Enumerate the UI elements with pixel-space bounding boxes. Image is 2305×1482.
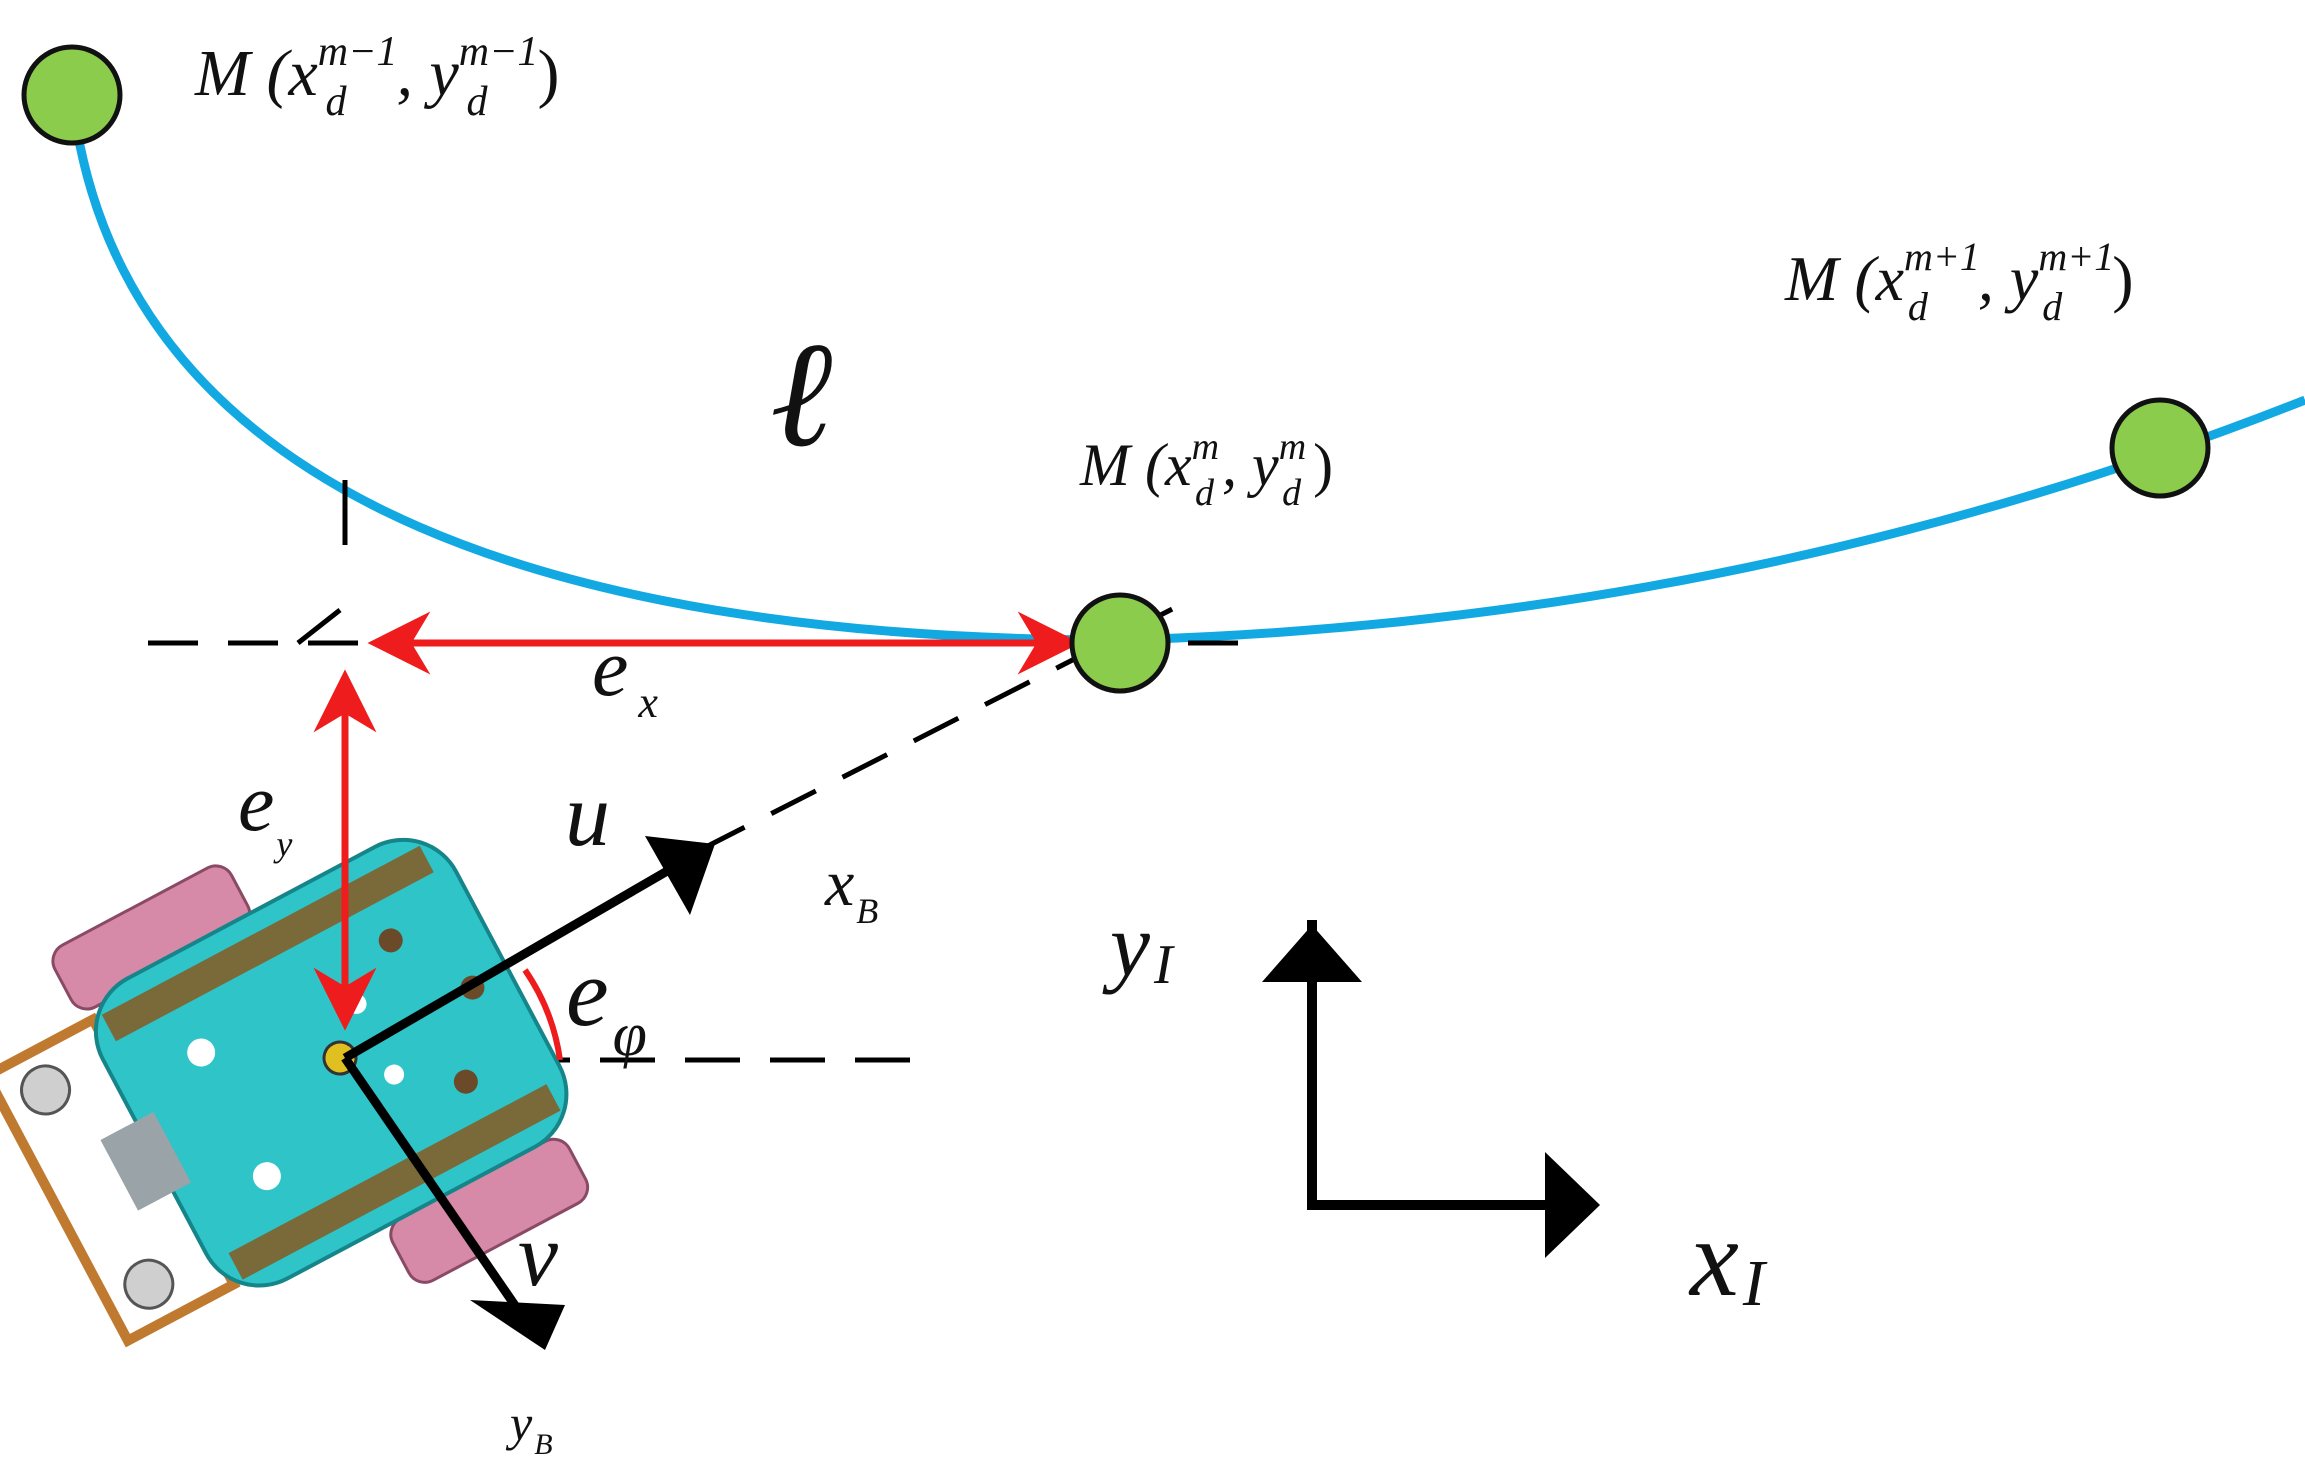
body-axis-u-arrowhead [645,836,715,915]
inertial-axis-x-arrowhead [1545,1152,1600,1258]
body-v-label: v [518,1206,558,1305]
error-ephi-label: eφ [566,939,647,1069]
waypoint-next [2109,397,2211,499]
robot-caster-bottom [123,1258,175,1310]
body-axis-u [342,848,703,1062]
robot-motor-strip-bottom [228,1084,561,1280]
dashed-guide-to-waypoint [698,597,1192,853]
inertial-yI-label: yI [1102,896,1175,996]
inertial-xI-label: xI [1688,1197,1768,1320]
body-yB-label: yB [505,1395,553,1461]
path-symbol-label: ℓ [770,312,832,478]
robot-hole [453,1069,478,1094]
body-axis-v-arrowhead [470,1300,565,1350]
heading-error-arc [522,968,563,1061]
body-axis-v [341,1055,529,1323]
inertial-axis-y-arrowhead [1262,925,1362,982]
projection-corner-mark [296,608,342,645]
robot-gray-module [100,1111,192,1211]
robot-hole [187,1038,216,1067]
body-u-label: u [565,766,610,865]
error-ey-label: ey [238,757,292,864]
reference-path-curve [67,94,2305,645]
inertial-frame-axes [1307,920,1560,1210]
robot-hole [252,1162,281,1191]
waypoint-prev [21,44,123,146]
body-xB-label: xB [824,847,878,931]
waypoint-current [1069,592,1171,694]
robot-hole [384,1064,405,1085]
robot-caster-top [20,1064,72,1116]
robot-hole [378,928,403,953]
robot-illustration [0,837,590,1348]
